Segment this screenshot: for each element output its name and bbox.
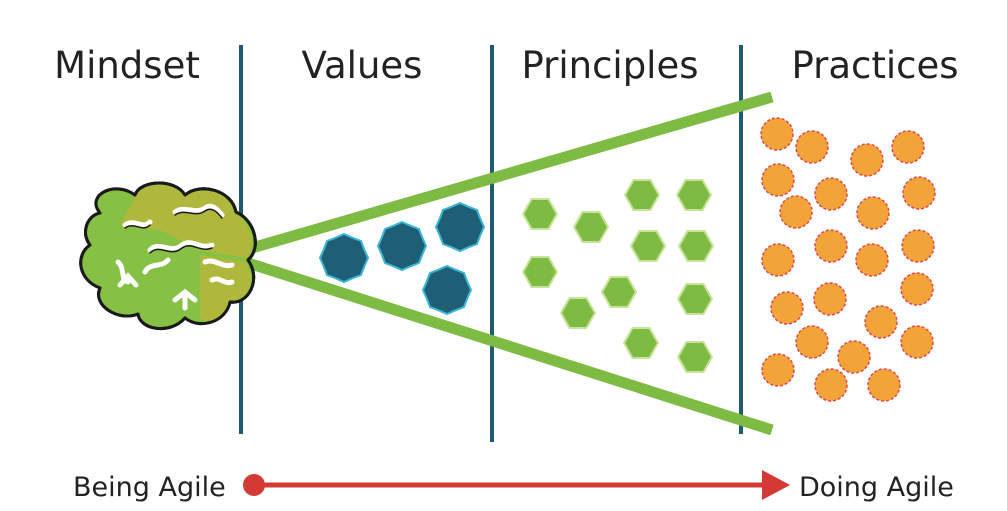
practice-circle: [902, 176, 936, 210]
brain-olive-lower: [200, 255, 251, 321]
practice-circle: [795, 130, 829, 164]
brain-folds: [115, 203, 235, 311]
practice-circle: [901, 229, 935, 263]
principle-hexagon: [559, 297, 597, 329]
practice-circle: [855, 243, 889, 277]
principle-hexagon: [622, 327, 660, 359]
doing-agile-label: Doing Agile: [799, 472, 954, 503]
practice-circle: [856, 196, 890, 230]
practice-circle: [814, 368, 848, 402]
brain-outline: [79, 181, 257, 331]
practice-circle: [814, 177, 848, 211]
values-stars: [318, 201, 486, 316]
practice-circle: [814, 229, 848, 263]
brain-olive-lobe: [120, 184, 252, 258]
value-star: [434, 201, 486, 253]
practice-circle: [761, 353, 795, 387]
practice-circle: [837, 340, 871, 374]
practice-circle: [864, 305, 898, 339]
principles-hexagons: [521, 179, 715, 373]
practice-circle: [761, 163, 795, 197]
heading-practices: Practices: [791, 44, 958, 87]
heading-principles: Principles: [521, 44, 698, 87]
principle-hexagon: [572, 211, 610, 243]
principle-hexagon: [677, 230, 715, 262]
principle-hexagon: [521, 198, 559, 230]
principle-hexagon: [521, 256, 559, 288]
being-agile-label: Being Agile: [73, 472, 226, 503]
funnel-upper-edge: [243, 91, 774, 256]
heading-mindset: Mindset: [54, 44, 200, 87]
practice-circle: [760, 117, 794, 151]
practice-circle: [779, 195, 813, 229]
principle-hexagon: [676, 341, 714, 373]
practice-circle: [813, 282, 847, 316]
brain-fold-shadows: [124, 208, 223, 254]
practice-circle: [761, 243, 795, 277]
practice-circle: [891, 130, 925, 164]
funnel-lower-edge: [243, 256, 774, 436]
heading-values: Values: [302, 44, 423, 87]
brain-icon: [79, 181, 257, 331]
principle-hexagon: [623, 179, 661, 211]
practices-circles: [760, 117, 936, 402]
value-star: [318, 232, 370, 284]
arrow-head-icon: [762, 470, 790, 500]
practice-circle: [770, 291, 804, 325]
practice-circle: [850, 143, 884, 177]
practice-circle: [900, 272, 934, 306]
practice-circle: [867, 368, 901, 402]
principle-hexagon: [675, 179, 713, 211]
value-star: [421, 264, 473, 316]
principle-hexagon: [676, 283, 714, 315]
practice-circle: [795, 325, 829, 359]
principle-hexagon: [600, 276, 638, 308]
value-star: [376, 220, 428, 272]
principle-hexagon: [629, 230, 667, 262]
practice-circle: [900, 325, 934, 359]
